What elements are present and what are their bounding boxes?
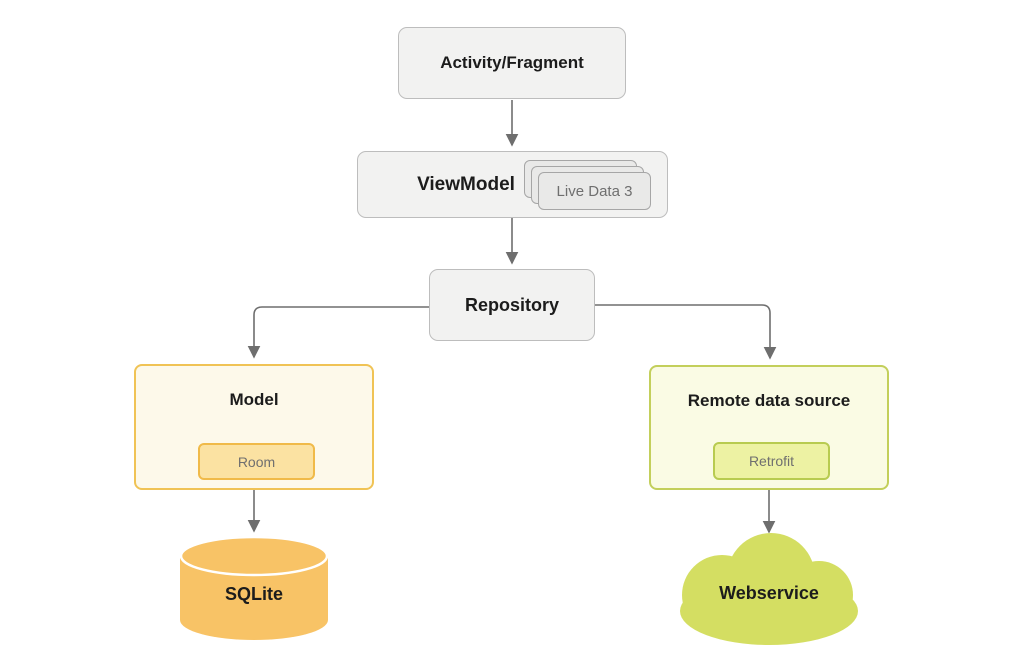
retrofit-label: Retrofit (748, 453, 795, 469)
node-activity-fragment: Activity/Fragment (398, 27, 626, 99)
model-label: Model (229, 390, 279, 409)
livedata-card-stack: Live Data 3 (358, 152, 667, 217)
retrofit-badge: Retrofit (713, 442, 830, 480)
webservice-label: Webservice (719, 583, 819, 603)
arrow-repository-to-model (247, 306, 429, 359)
livedata-label: Live Data 3 (556, 182, 633, 200)
node-webservice: Webservice (678, 533, 860, 645)
room-label: Room (237, 453, 276, 470)
cloud-icon (680, 533, 858, 645)
node-sqlite-database: SQLite (179, 535, 329, 640)
viewmodel-label: ViewModel (417, 173, 515, 195)
database-cylinder-icon (179, 535, 329, 640)
remote-data-source-label: Remote data source (687, 391, 851, 410)
room-badge: Room (198, 443, 315, 480)
livedata-card-front: Live Data 3 (538, 172, 651, 210)
repository-label: Repository (464, 294, 560, 315)
activity-fragment-label: Activity/Fragment (440, 53, 584, 72)
node-viewmodel: ViewModel Live Data 3 (357, 151, 668, 218)
node-remote-data-source: Remote data source Retrofit (649, 365, 889, 490)
arrow-repository-to-remote (595, 304, 777, 360)
sqlite-label: SQLite (224, 584, 283, 604)
node-repository: Repository (429, 269, 595, 341)
node-model: Model Room (134, 364, 374, 490)
